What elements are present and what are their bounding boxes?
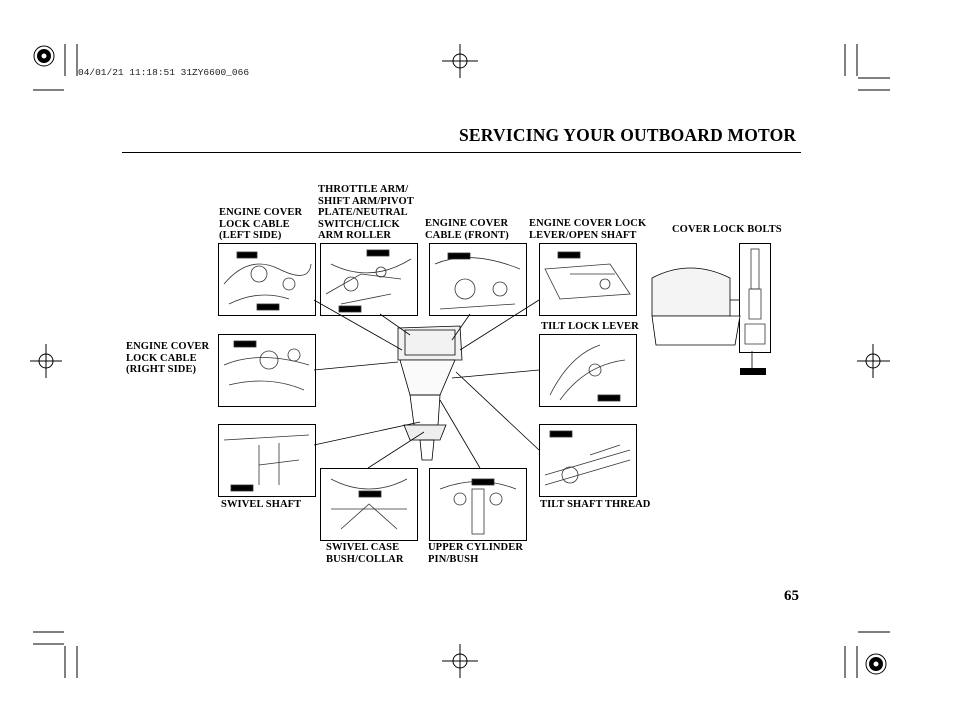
- print-stamp: 04/01/21 11:18:51 31ZY6600_066: [78, 67, 250, 78]
- grease-tag-icon: [447, 252, 471, 260]
- panel-throttle-arm: [320, 243, 418, 316]
- title-rule: [122, 152, 801, 153]
- panel-tilt-shaft-thread: [539, 424, 637, 497]
- grease-tag-icon: [471, 478, 495, 486]
- grease-tag-icon: [256, 303, 280, 311]
- panel-cover-lock-cable-right: [218, 334, 316, 407]
- grease-tag-icon: [236, 251, 258, 259]
- label-tilt-shaft-thread: TILT SHAFT THREAD: [540, 499, 651, 510]
- panel-cover-cable-front: [429, 243, 527, 316]
- panel-cover-lock-lever: [539, 243, 637, 316]
- panel-cover-lock-cable-left: [218, 243, 316, 316]
- registration-mark-icon: [33, 45, 887, 675]
- grease-tag-icon: [338, 305, 362, 313]
- grease-tag-icon: [740, 368, 766, 375]
- grease-tag-icon: [233, 340, 257, 348]
- label-tilt-lock-lever: TILT LOCK LEVER: [541, 321, 639, 332]
- panel-upper-cylinder-pin: [429, 468, 527, 541]
- label-cover-lock-bolts: COVER LOCK BOLTS: [672, 224, 782, 235]
- panel-swivel-shaft: [218, 424, 316, 497]
- panel-cover-lock-bolts: [739, 243, 771, 353]
- grease-tag-icon: [358, 490, 382, 498]
- crosshair-icon: [30, 44, 890, 678]
- page-number: 65: [784, 588, 799, 604]
- grease-tag-icon: [597, 394, 621, 402]
- grease-tag-icon: [549, 430, 573, 438]
- grease-tag-icon: [366, 249, 390, 257]
- label-swivel-shaft: SWIVEL SHAFT: [221, 499, 302, 510]
- panel-tilt-lock-lever: [539, 334, 637, 407]
- panel-swivel-case-bush: [320, 468, 418, 541]
- grease-tag-icon: [557, 251, 581, 259]
- grease-tag-icon: [230, 484, 254, 492]
- section-title: SERVICING YOUR OUTBOARD MOTOR: [459, 125, 797, 145]
